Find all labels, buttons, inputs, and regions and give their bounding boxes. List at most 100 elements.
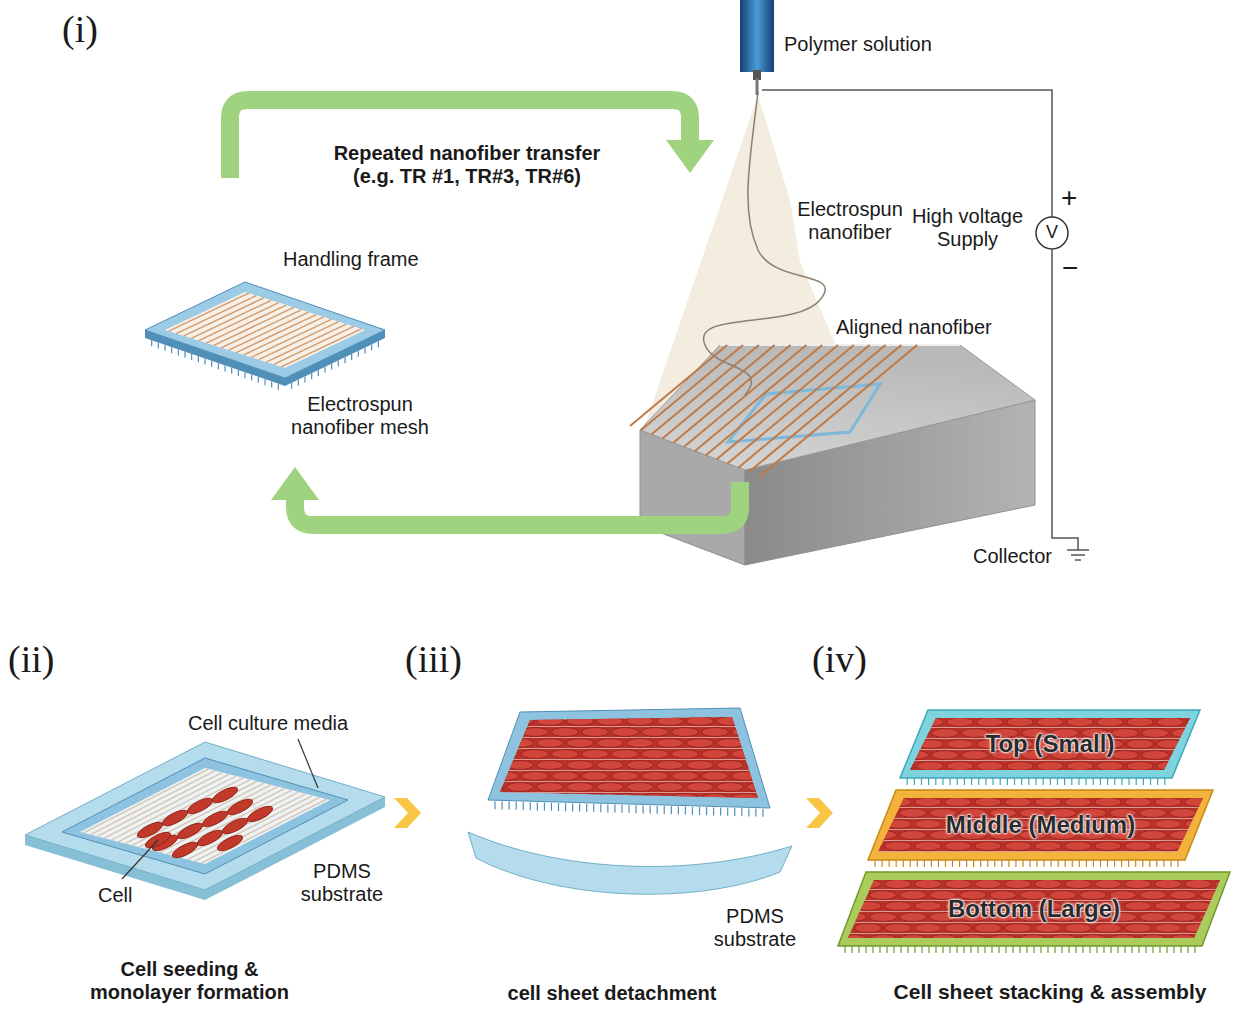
comb-tooth: [218, 363, 219, 369]
comb-tooth: [1079, 860, 1080, 867]
cell: [1185, 880, 1212, 889]
cell-sheet-layer: Middle (Medium): [868, 790, 1213, 870]
comb-tooth: [1029, 860, 1030, 867]
leader-line: [298, 739, 318, 788]
comb-tooth: [1100, 860, 1101, 867]
comb-tooth: [935, 946, 936, 953]
step-caption: Cell sheet stacking & assembly: [850, 980, 1250, 1004]
cell: [747, 761, 774, 770]
comb-tooth: [298, 380, 299, 386]
cell: [1065, 924, 1092, 933]
comb-tooth: [1001, 860, 1002, 867]
cell: [1140, 831, 1167, 840]
cell: [915, 902, 942, 911]
cell: [870, 891, 897, 900]
comb-tooth: [650, 806, 651, 814]
cell: [855, 880, 882, 889]
cell: [977, 718, 1004, 727]
comb-tooth: [1107, 860, 1108, 867]
comb-tooth: [530, 802, 531, 810]
comb-tooth: [1075, 946, 1076, 953]
nanofiber: [206, 305, 286, 343]
cell: [932, 729, 959, 738]
nanofiber: [838, 807, 1243, 808]
nanofiber: [266, 324, 346, 362]
nanofiber: [870, 771, 1230, 772]
cell: [1125, 902, 1152, 911]
cell: [1080, 935, 1107, 944]
cell: [492, 794, 519, 803]
nanofiber-mesh: [165, 292, 365, 368]
cell: [1155, 798, 1182, 807]
step-arrow: [806, 798, 833, 828]
part-label: Collector: [973, 545, 1073, 568]
polarity-sign: +: [1061, 182, 1085, 214]
cell: [975, 880, 1002, 889]
comb-tooth: [378, 341, 379, 347]
nanofiber: [104, 774, 229, 838]
cell: [567, 783, 594, 792]
part-label: PDMS substrate: [705, 905, 805, 951]
cell: [582, 772, 609, 781]
comb-tooth: [198, 356, 199, 362]
comb-tooth: [1015, 860, 1016, 867]
part-label: PDMS substrate: [292, 860, 392, 906]
comb-tooth: [1061, 946, 1062, 953]
comb-tooth: [1089, 946, 1090, 953]
cell: [747, 717, 774, 726]
cell: [900, 935, 927, 944]
cell: [840, 935, 867, 944]
cell: [977, 762, 1004, 771]
cell: [1230, 935, 1256, 944]
cell: [1202, 751, 1229, 760]
cell: [507, 783, 534, 792]
comb-tooth: [291, 383, 292, 389]
comb-tooth: [1005, 946, 1006, 953]
comb-tooth: [523, 802, 524, 810]
step-caption: Cell seeding & monolayer formation: [77, 958, 302, 1004]
cell: [537, 717, 564, 726]
comb-tooth: [964, 778, 965, 785]
cell: [885, 924, 912, 933]
cell: [945, 842, 972, 851]
comb-tooth: [1019, 946, 1020, 953]
cell: [1170, 935, 1197, 944]
comb-tooth: [231, 368, 232, 374]
nanofiber: [259, 322, 339, 360]
cell: [492, 728, 519, 737]
cell: [612, 750, 639, 759]
comb-tooth: [502, 801, 503, 809]
cell: [777, 717, 804, 726]
comb-tooth: [171, 347, 172, 353]
comb-tooth: [1051, 860, 1052, 867]
comb-tooth: [914, 778, 915, 785]
cell: [870, 913, 897, 922]
comb-tooth: [963, 946, 964, 953]
cell: [657, 761, 684, 770]
cell: [1215, 924, 1242, 933]
nanofiber: [229, 312, 309, 350]
handling-frame: [868, 790, 1213, 860]
comb-tooth: [713, 807, 714, 815]
cell: [1187, 718, 1214, 727]
cell: [1035, 798, 1062, 807]
comb-tooth: [977, 946, 978, 953]
cell: [1187, 740, 1214, 749]
comb-tooth: [184, 352, 185, 358]
comb-tooth: [1022, 860, 1023, 867]
comb-tooth: [1040, 946, 1041, 953]
cell: [917, 762, 944, 771]
comb-tooth: [1047, 946, 1048, 953]
nanofiber: [274, 326, 354, 364]
comb-tooth: [1026, 946, 1027, 953]
cell: [642, 728, 669, 737]
cell: [947, 740, 974, 749]
comb-tooth: [1164, 778, 1165, 785]
cell: [1155, 820, 1182, 829]
cell: [1170, 891, 1197, 900]
cell: [1035, 924, 1062, 933]
handling-frame: [145, 282, 385, 378]
comb-tooth: [1135, 860, 1136, 867]
comb-tooth: [692, 807, 693, 815]
